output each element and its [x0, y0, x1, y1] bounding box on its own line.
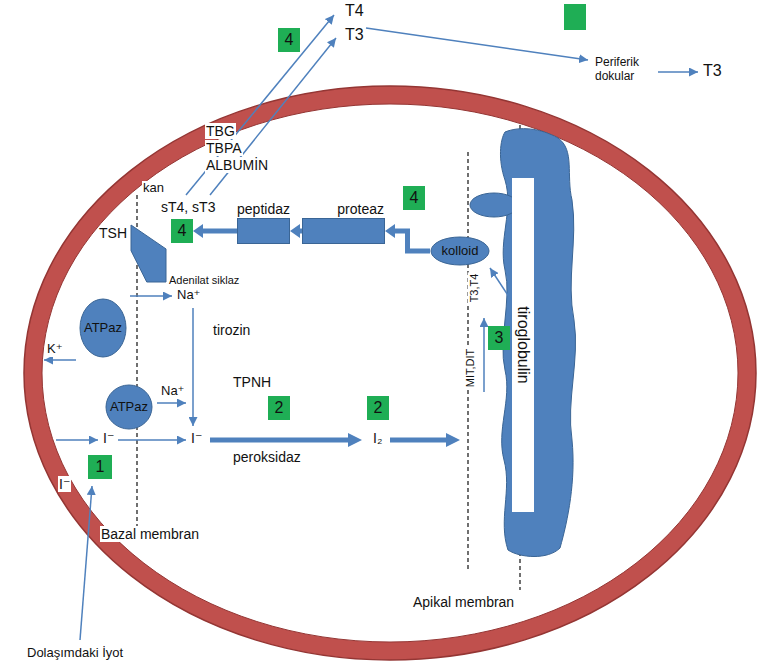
callout-number: 3: [495, 329, 504, 347]
node-text: proteaz: [337, 201, 384, 217]
transport-arrow: [366, 28, 588, 60]
coupling-arrow: [490, 268, 511, 300]
flow-arrow: [193, 224, 237, 238]
step-number: 4: [403, 186, 425, 210]
ellipse-outline: [106, 385, 152, 429]
blue-ellipse: kolloid: [430, 236, 490, 266]
ion-label: Na⁺: [160, 384, 185, 399]
receptor-outline: [131, 225, 166, 282]
cell-outline: [24, 86, 756, 660]
enzyme-box: proteaz: [302, 218, 385, 244]
ion-label: I⁻: [102, 430, 115, 446]
ion-arrow: [56, 439, 98, 441]
enzyme-label: Adenilat siklaz: [168, 274, 240, 287]
cell-membrane: [33, 95, 747, 651]
tsh-receptor: TSH: [131, 225, 166, 282]
iodide-uptake-arrow: [80, 486, 92, 640]
callout-number: 4: [178, 222, 187, 240]
callout-number: 4: [285, 31, 294, 49]
ion-label: I⁻: [190, 430, 203, 446]
step-number: 1: [88, 455, 112, 479]
arrow-head: [290, 224, 300, 238]
node-text: peptidaz: [237, 201, 290, 217]
flow-arrow: [385, 224, 430, 251]
arrow-line: [393, 231, 430, 251]
hormone-label: sT4, sT3: [160, 199, 216, 215]
ion-arrow: [157, 402, 186, 404]
receptor-shape: [131, 225, 166, 282]
precursor-label: MIT,DIT: [464, 348, 477, 389]
blue-ellipse: ATPaz: [79, 298, 127, 358]
carrier-label: TBG: [205, 123, 236, 139]
cell-outline: [42, 104, 738, 642]
conversion-arrow: [656, 71, 698, 73]
ion-arrow: [192, 308, 194, 426]
ion-arrow: [130, 295, 172, 297]
ion-label: Na⁺: [176, 288, 201, 303]
source-label: Dolaşımdaki İyot: [26, 646, 124, 661]
callout-number: 2: [374, 399, 383, 417]
carrier-label: TBPA: [205, 140, 243, 156]
oxidation-arrow: [210, 438, 354, 443]
tissue-label: Periferik dokular: [594, 56, 658, 84]
organification-arrow: [390, 438, 452, 443]
node-text: tiroglobulin: [514, 306, 532, 383]
step-number: 2: [268, 396, 290, 420]
ion-label: I⁻: [58, 476, 71, 492]
membrane-label: Bazal membran: [100, 526, 200, 542]
arrow-line: [201, 229, 237, 234]
callout-number: 2: [275, 399, 284, 417]
hormone-label: T4: [344, 2, 365, 20]
carrier-label: ALBUMİN: [205, 157, 269, 173]
ellipse-outline: [431, 237, 489, 265]
hormone-label: T3: [702, 62, 723, 80]
step-number: 4: [171, 219, 193, 243]
ion-arrow: [118, 439, 186, 441]
flow-arrow: [290, 224, 302, 238]
region-label: kan: [142, 181, 165, 196]
thyroglobulin-shape: [500, 129, 575, 557]
molecule-label: I₂: [372, 430, 383, 446]
colloid-droplet: [470, 193, 518, 217]
molecule-label: tirozin: [212, 322, 251, 338]
step-number: 3: [488, 326, 510, 350]
step-number: 4: [278, 28, 300, 52]
node-text: kolloid: [442, 244, 479, 259]
membrane-label: Apikal membran: [412, 594, 515, 610]
blank-marker: [564, 4, 586, 30]
enzyme-label: peroksidaz: [232, 449, 302, 465]
coupling-arrow: [483, 318, 485, 392]
enzyme-box: peptidaz: [237, 218, 290, 244]
thyroglobulin-band: tiroglobulin: [512, 178, 534, 512]
arrow-head: [193, 224, 203, 238]
node-text: ATPaz: [84, 321, 122, 336]
callout-number: 4: [410, 189, 419, 207]
blue-ellipse: ATPaz: [105, 384, 153, 430]
node-text: TSH: [99, 225, 127, 241]
cofactor-label: TPNH: [232, 374, 272, 390]
secretion-arrow: [186, 15, 334, 195]
ion-label: K⁺: [46, 342, 64, 357]
step-number: 2: [367, 396, 389, 420]
callout-number: 1: [96, 458, 105, 476]
node-text: ATPaz: [110, 400, 148, 415]
ion-arrow: [44, 359, 76, 361]
ellipse-outline: [80, 299, 126, 357]
hormone-label: T3,T4: [468, 273, 481, 304]
hormone-label: T3: [344, 26, 365, 44]
arrow-head: [385, 224, 395, 238]
